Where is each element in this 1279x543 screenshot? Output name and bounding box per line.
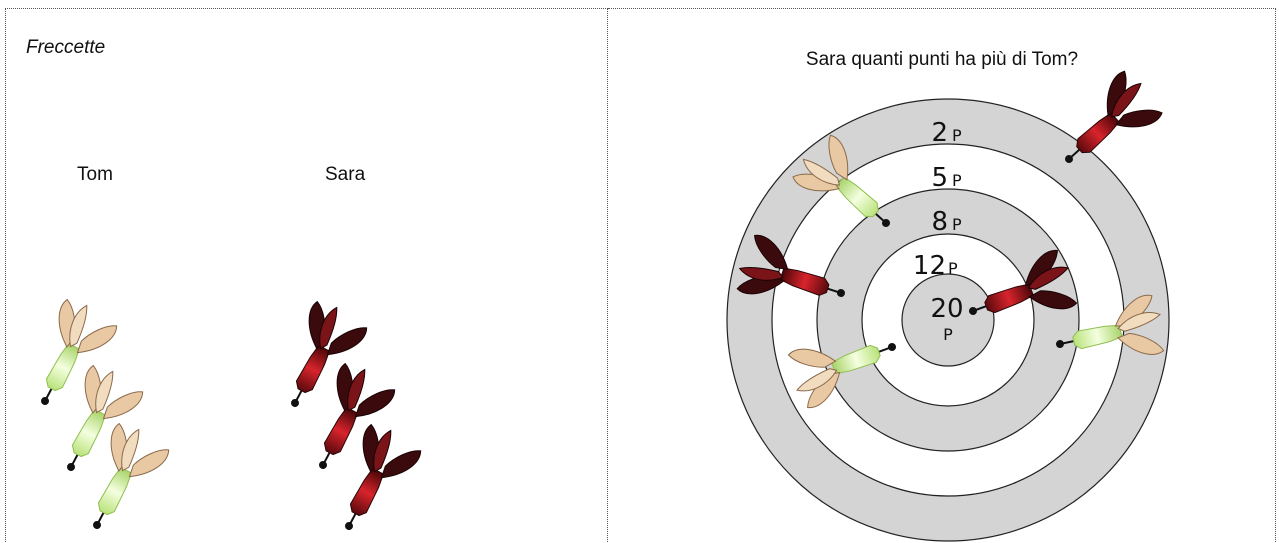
ring-20-points: 20 <box>930 294 963 324</box>
dartboard: 2 P 5 P 8 P 12 P 20 P <box>726 66 1170 542</box>
player-name-sara: Sara <box>325 164 366 185</box>
title: Freccette <box>26 37 106 58</box>
question: Sara quanti punti ha più di Tom? <box>805 49 1079 70</box>
player-name-tom: Tom <box>77 164 113 185</box>
ring-8-unit: P <box>952 215 962 234</box>
ring-5-unit: P <box>952 171 962 190</box>
ring-2-points: 2 <box>931 118 948 148</box>
ring-8-points: 8 <box>931 207 948 237</box>
right-panel: Sara quanti punti ha più di Tom? 2 P 5 P… <box>608 8 1276 542</box>
player-darts <box>15 294 426 543</box>
ring-12-points: 12 <box>913 251 946 281</box>
ring-20 <box>901 273 995 367</box>
ring-12-unit: P <box>948 259 958 278</box>
ring-5-points: 5 <box>931 163 948 193</box>
ring-2-unit: P <box>952 126 962 145</box>
left-panel: Freccette Tom Sara <box>5 8 608 543</box>
ring-20-unit: P <box>943 325 953 344</box>
